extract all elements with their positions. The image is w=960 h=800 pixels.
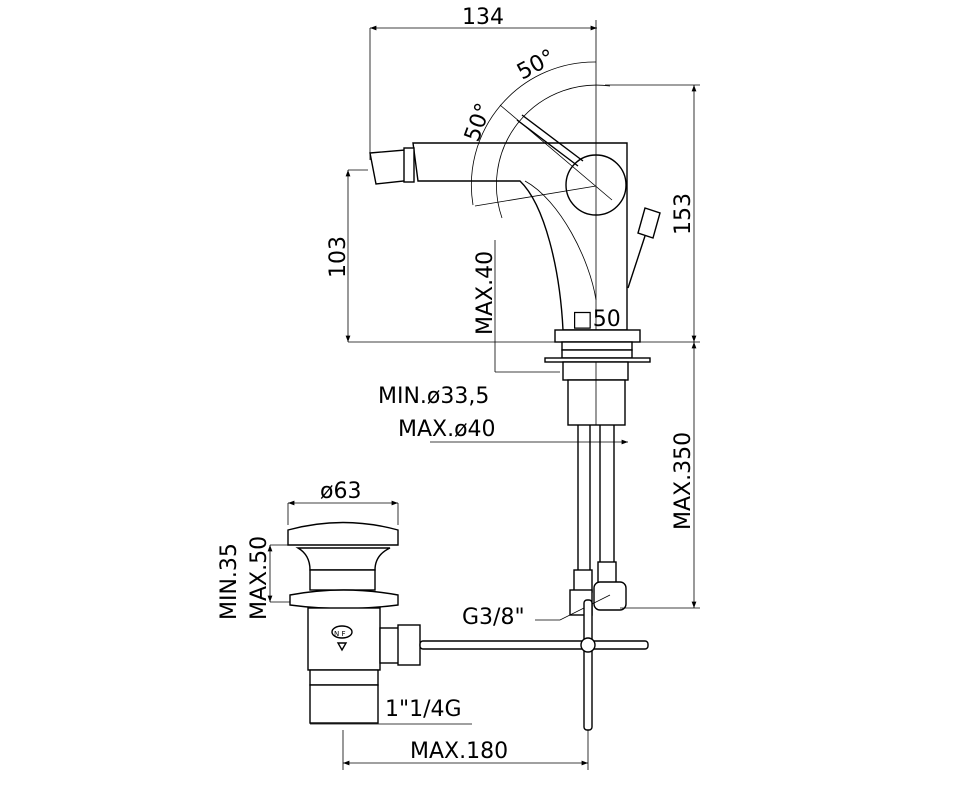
drain-thread-label: 1"1/4G bbox=[385, 697, 462, 722]
base-square-dimension: □50 bbox=[572, 307, 621, 332]
drain-min-dimension: MIN.35 bbox=[217, 543, 242, 620]
hole-min-dimension: MIN.ø33,5 bbox=[378, 384, 489, 409]
flexible-hoses bbox=[569, 425, 627, 616]
lever-handle bbox=[516, 114, 584, 167]
height-dimension: 153 bbox=[671, 193, 696, 235]
spout-height-dimension: 103 bbox=[326, 236, 351, 278]
drain-diameter-dimension: ø63 bbox=[320, 479, 361, 504]
drain-rod bbox=[419, 599, 649, 731]
popup-knob bbox=[637, 207, 661, 239]
hose-length-dimension: MAX.350 bbox=[671, 432, 696, 530]
mixer-base bbox=[544, 329, 651, 426]
hole-max-dimension: MAX.ø40 bbox=[398, 417, 496, 442]
drain-mark: N F bbox=[334, 630, 346, 638]
angle-up-label: 50° bbox=[513, 45, 559, 85]
connection-label: G3/8" bbox=[462, 605, 525, 630]
angle-down-label: 50° bbox=[460, 100, 497, 145]
popup-drain: N F bbox=[287, 521, 421, 724]
rod-length-dimension: MAX.180 bbox=[410, 739, 508, 764]
mixer-body bbox=[369, 114, 661, 331]
angle-arcs bbox=[470, 20, 613, 335]
drain-max-dimension: MAX.50 bbox=[247, 536, 272, 620]
width-dimension: 134 bbox=[462, 5, 504, 30]
max-deck-dimension: MAX.40 bbox=[473, 251, 498, 335]
